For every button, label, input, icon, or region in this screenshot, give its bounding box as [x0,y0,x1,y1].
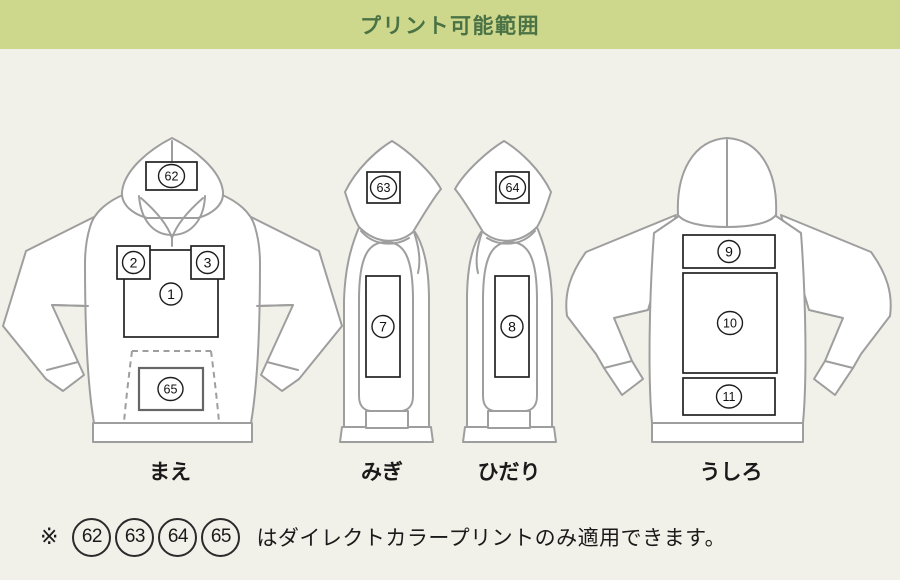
print-num-65-ring [157,376,184,402]
print-num-63-ring [369,175,398,200]
print-num-8-ring [500,314,524,339]
footnote-num-64: 64 [158,517,198,557]
print-num-7-ring [371,314,395,339]
right-hem-band [339,426,434,443]
header: プリント可能範囲 [0,0,900,49]
front-collar-opening [138,195,206,236]
right-hood-drape [413,231,421,274]
print-num-65: 65 [164,383,178,397]
print-num-11: 11 [723,390,736,404]
back-print-areas: 9 10 11 [682,234,778,416]
print-num-2: 2 [130,255,138,271]
print-num-3-ring [195,250,220,275]
view-label-front: まえ [149,461,191,484]
footnote: ※ 62 63 64 65 はダイレクトカラープリントのみ適用できます。 [40,514,726,560]
back-hem-band [651,422,804,443]
left-print-areas: 64 8 [494,171,530,378]
right-hood-fold [360,230,410,245]
print-num-2-ring [121,250,146,275]
back-left-cuff-seam [603,360,633,369]
front-left-cuff-seam [46,361,79,371]
print-num-1: 1 [167,286,175,302]
print-area-64-rect [495,171,530,204]
print-area-10-rect [682,272,778,374]
view-label-right: みぎ [361,461,403,484]
print-area-63-rect [366,171,401,204]
back-right-sleeve [780,214,892,396]
print-num-10-ring [716,310,744,336]
left-hem-band [462,426,557,443]
print-num-64-ring [498,175,527,200]
back-left-sleeve [565,214,677,396]
print-num-62: 62 [165,170,179,184]
front-hem-band [92,422,253,443]
right-cuff [365,410,409,429]
front-left-underarm-seam [51,304,89,307]
footnote-num-62: 62 [72,517,112,557]
footnote-num-65: 65 [201,517,241,557]
print-num-9: 9 [725,244,733,260]
print-num-10: 10 [723,317,737,331]
print-num-64: 64 [506,181,520,195]
left-hood-fold [486,230,536,245]
front-right-cuff-seam [266,361,299,371]
front-print-areas: 62 2 3 1 65 [116,161,225,412]
front-right-underarm-seam [256,304,294,307]
left-hood-drape [475,231,483,274]
page-title: プリント可能範囲 [360,14,540,38]
print-area-62-rect [145,161,198,191]
print-area-65-rect [137,366,205,412]
print-num-63: 63 [377,181,391,195]
print-num-3: 3 [204,255,212,271]
print-num-8: 8 [508,319,516,335]
view-label-back: うしろ [699,461,763,484]
view-label-left: ひだり [477,461,541,484]
footnote-num-63: 63 [115,517,155,557]
print-num-9-ring [717,239,741,264]
footnote-text: はダイレクトカラープリントのみ適用できます。 [256,527,727,550]
print-num-62-ring [157,163,186,189]
print-area-11-rect [682,377,776,416]
print-num-11-ring [715,384,743,409]
right-print-areas: 63 7 [365,171,401,378]
print-num-7: 7 [379,319,387,335]
left-cuff [487,410,531,429]
footnote-marker: ※ [40,524,59,549]
back-right-cuff-seam [824,360,854,369]
print-num-1-ring [159,282,183,306]
front-pocket-outline [123,350,220,423]
